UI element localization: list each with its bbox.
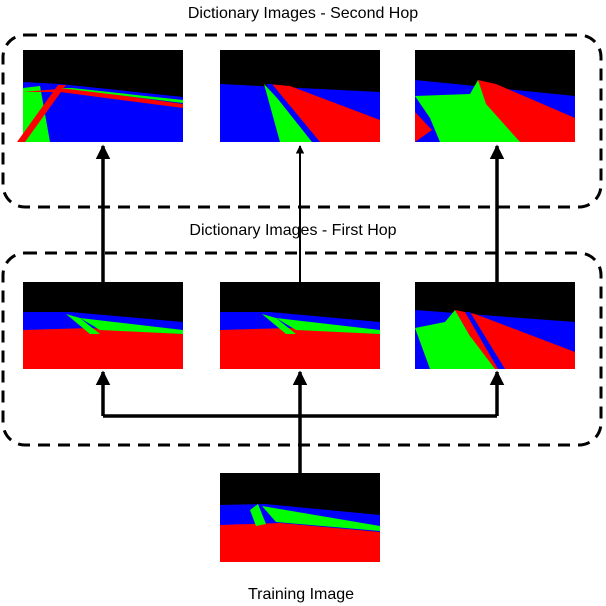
first-hop-group-box [1, 251, 603, 447]
second-hop-image-3 [415, 50, 575, 142]
first-hop-image-3 [415, 282, 575, 369]
second-hop-image-1 [17, 50, 183, 142]
training-image-label: Training Image [248, 586, 354, 603]
second-hop-image-2 [220, 50, 380, 142]
training-image [220, 473, 380, 562]
first-hop-image-2 [220, 282, 380, 369]
second-hop-title: Dictionary Images - Second Hop [188, 5, 418, 22]
second-hop-group-box [1, 33, 603, 209]
first-hop-title: Dictionary Images - First Hop [189, 222, 396, 239]
first-hop-image-1 [23, 282, 183, 369]
